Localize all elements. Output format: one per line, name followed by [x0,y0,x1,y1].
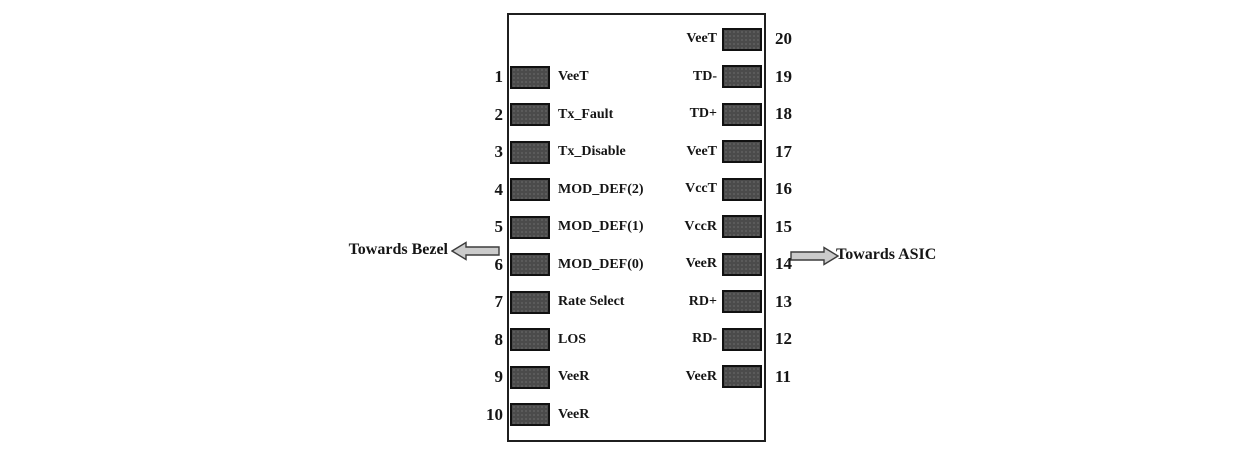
pin-label: VeeT [686,31,717,46]
pin-pad [510,253,550,276]
pin-pad [722,102,762,126]
left-arrow-icon [451,241,500,261]
pin-pad [722,177,762,201]
pin-number: 8 [494,329,504,349]
pin-pad [510,215,550,239]
pin-number: 20 [775,29,792,48]
pin-label: VeeR [685,256,717,271]
pin-label: RD+ [688,293,717,309]
pin-number: 13 [775,291,792,311]
pin-number: 18 [775,104,792,123]
pin-pad [510,140,550,164]
pin-label: Tx_Fault [558,106,614,122]
pin-label: VccR [684,218,717,234]
pin-number: 1 [494,67,504,86]
towards-bezel-label: Towards Bezel [348,241,448,258]
pin-pad [510,328,550,351]
pin-number: 19 [775,66,792,86]
pin-number: 7 [494,292,504,311]
pin-label: MOD_DEF(0) [558,256,644,272]
pin-label: LOS [558,331,587,347]
pin-pad [510,403,550,426]
pin-pad [722,365,762,388]
pin-label: VeeR [558,369,590,384]
pin-pad [510,65,550,89]
pin-label: VccT [685,181,717,196]
pin-label: RD- [692,331,717,346]
pin-number: 11 [775,366,792,386]
pin-number: 12 [775,329,792,348]
pin-number: 15 [775,216,792,236]
pin-pad [510,365,550,389]
pin-label: VeeT [558,69,589,84]
pin-label: MOD_DEF(1) [558,219,644,234]
pin-label: TD+ [689,106,717,121]
right-arrow-icon [790,246,839,266]
pin-number: 16 [775,179,792,198]
pin-number: 17 [775,141,792,161]
pin-pad [722,65,762,88]
pin-number: 3 [494,142,504,161]
pin-number: 5 [494,217,504,236]
pin-label: VeeT [686,143,717,159]
pin-label: VeeR [685,368,717,384]
pin-label: Tx_Disable [558,144,626,159]
pin-pad [722,327,762,351]
pin-pad [722,252,762,276]
pin-pad [722,140,762,163]
pin-label: VeeR [558,406,590,422]
pin-pad [510,178,550,201]
pin-number: 14 [775,254,792,273]
pin-label: TD- [692,68,717,84]
pin-pad [510,103,550,126]
pin-pad [722,290,762,313]
pin-number: 4 [494,179,504,199]
pin-number: 6 [494,254,504,274]
pin-label: MOD_DEF(2) [558,181,644,197]
pin-pad [510,290,550,314]
pin-pad [722,215,762,238]
pin-number: 2 [494,104,504,124]
pin-number: 10 [486,404,503,424]
pin-label: Rate Select [558,294,625,309]
pin-pad [722,27,762,51]
pin-number: 9 [494,367,504,386]
towards-asic-label: Towards ASIC [836,246,937,263]
